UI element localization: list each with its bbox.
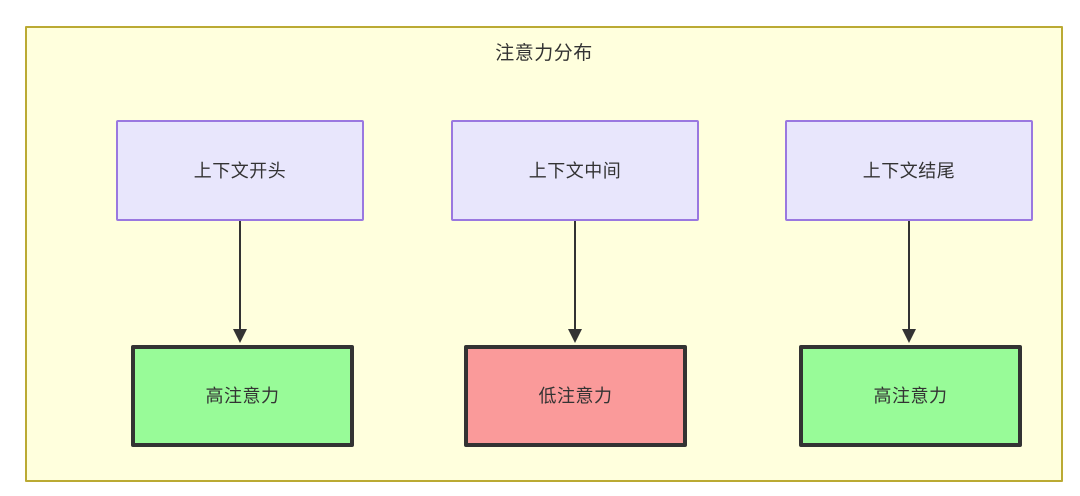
node-high-attention-end[interactable]: 高注意力 [799,345,1022,447]
node-context-end[interactable]: 上下文结尾 [785,120,1033,221]
node-context-middle[interactable]: 上下文中间 [451,120,699,221]
edge-line [239,221,241,333]
arrow-head-icon [902,329,916,343]
arrow-head-icon [233,329,247,343]
edge-line [908,221,910,333]
edge-context-end-to-high-attention [902,221,916,347]
node-context-start[interactable]: 上下文开头 [116,120,364,221]
edge-line [574,221,576,333]
arrow-head-icon [568,329,582,343]
edge-context-start-to-high-attention [233,221,247,347]
node-high-attention-start[interactable]: 高注意力 [131,345,354,447]
diagram-title: 注意力分布 [495,43,593,64]
node-low-attention-middle[interactable]: 低注意力 [464,345,687,447]
attention-distribution-group: 注意力分布 上下文开头 上下文中间 上下文结尾 高注意力 低注意力 高注意力 [25,26,1063,482]
edge-context-middle-to-low-attention [568,221,582,347]
